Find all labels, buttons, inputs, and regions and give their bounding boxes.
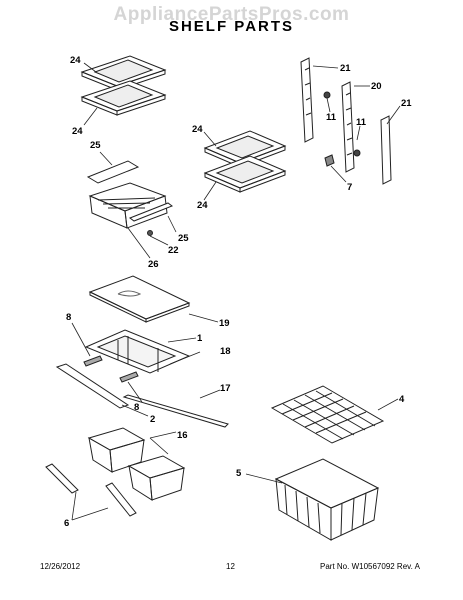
shelf-trim-2 bbox=[57, 364, 128, 408]
shelf-trim-17 bbox=[124, 395, 228, 427]
callout-24: 24 bbox=[192, 124, 203, 135]
watermark: AppliancePartsPros.com bbox=[113, 4, 350, 25]
callout-21: 21 bbox=[401, 98, 412, 109]
shelf-24-upper-middle bbox=[205, 131, 285, 192]
wire-shelf-4 bbox=[272, 386, 383, 443]
callout-21: 21 bbox=[340, 63, 351, 74]
callout-2: 2 bbox=[150, 414, 156, 425]
callout-25: 25 bbox=[178, 233, 189, 244]
callout-1: 1 bbox=[197, 333, 203, 344]
callout-11: 11 bbox=[356, 117, 367, 128]
glass-shelf-19 bbox=[90, 276, 189, 322]
callout-19: 19 bbox=[219, 318, 230, 329]
small-drawer-26 bbox=[88, 161, 172, 236]
leader-lines bbox=[72, 63, 400, 520]
callout-24: 24 bbox=[70, 55, 81, 66]
shelf-frame-18 bbox=[84, 330, 189, 382]
callout-8: 8 bbox=[134, 402, 140, 413]
callout-17: 17 bbox=[220, 383, 231, 394]
callout-5: 5 bbox=[236, 468, 242, 479]
callout-22: 22 bbox=[168, 245, 179, 256]
shelf-24-upper-left bbox=[82, 56, 165, 115]
callout-11: 11 bbox=[326, 112, 337, 123]
callout-25: 25 bbox=[90, 140, 101, 151]
footer-part-number: Part No. W10567092 Rev. A bbox=[320, 562, 420, 571]
wire-basket-5 bbox=[276, 459, 378, 540]
callout-18: 18 bbox=[220, 346, 231, 357]
page-title: SHELF PARTS bbox=[168, 18, 295, 35]
callout-16: 16 bbox=[177, 430, 188, 441]
callout-20: 20 bbox=[371, 81, 382, 92]
rail-assembly bbox=[301, 58, 391, 184]
callout-26: 26 bbox=[148, 259, 159, 270]
door-bin-6a bbox=[46, 464, 78, 493]
callout-7: 7 bbox=[347, 182, 353, 193]
callout-24: 24 bbox=[72, 126, 83, 137]
footer-date: 12/26/2012 bbox=[40, 562, 81, 571]
bins-16 bbox=[89, 428, 184, 500]
callout-6: 6 bbox=[64, 518, 70, 529]
footer-page-number: 12 bbox=[226, 562, 235, 571]
callout-24: 24 bbox=[197, 200, 208, 211]
callout-4: 4 bbox=[399, 394, 405, 405]
callout-8: 8 bbox=[66, 312, 72, 323]
door-bin-6b bbox=[106, 483, 136, 516]
